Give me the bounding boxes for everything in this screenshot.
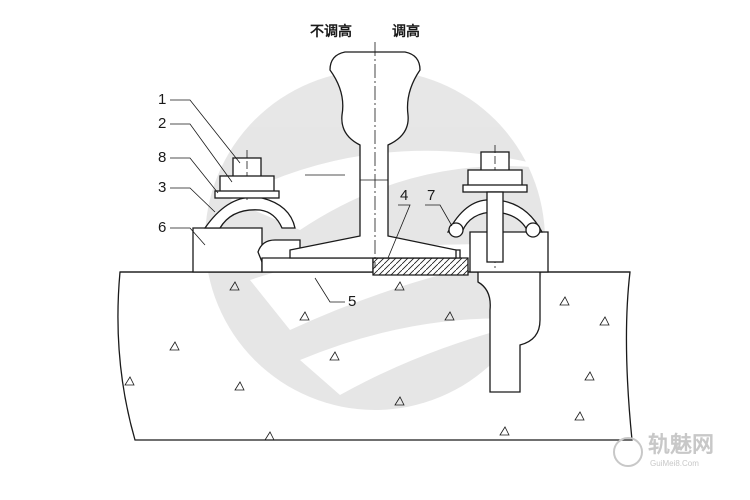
callout-1: 1 — [158, 91, 166, 108]
rail-profile — [289, 51, 457, 259]
header-right: 调高 — [392, 23, 420, 39]
concrete-aggregate — [124, 281, 610, 441]
concrete-sleeper — [117, 271, 633, 441]
header-left: 不调高 — [310, 23, 352, 39]
callout-8: 8 — [158, 149, 166, 166]
left-insulator-block — [192, 227, 263, 273]
callout-4: 4 — [400, 187, 408, 204]
right-bolt-assembly — [462, 145, 528, 268]
clip-heel-right — [525, 222, 541, 238]
callout-6: 6 — [158, 219, 166, 236]
callout-2: 2 — [158, 115, 166, 132]
rail-pad-right — [372, 257, 469, 276]
callout-5: 5 — [348, 293, 356, 310]
right-insulator-block — [469, 231, 549, 273]
clip-toe-right — [448, 222, 464, 238]
watermark-corner: 轨魅网 GuiMei8.Com — [613, 432, 714, 468]
callout-7: 7 — [427, 187, 435, 204]
rail-pad-left — [261, 257, 374, 273]
embedded-shoulder — [477, 271, 541, 393]
watermark-url: GuiMei8.Com — [650, 459, 699, 468]
watermark-name: 轨魅网 — [648, 432, 714, 457]
callout-leaders — [170, 99, 453, 303]
callout-3: 3 — [158, 179, 166, 196]
